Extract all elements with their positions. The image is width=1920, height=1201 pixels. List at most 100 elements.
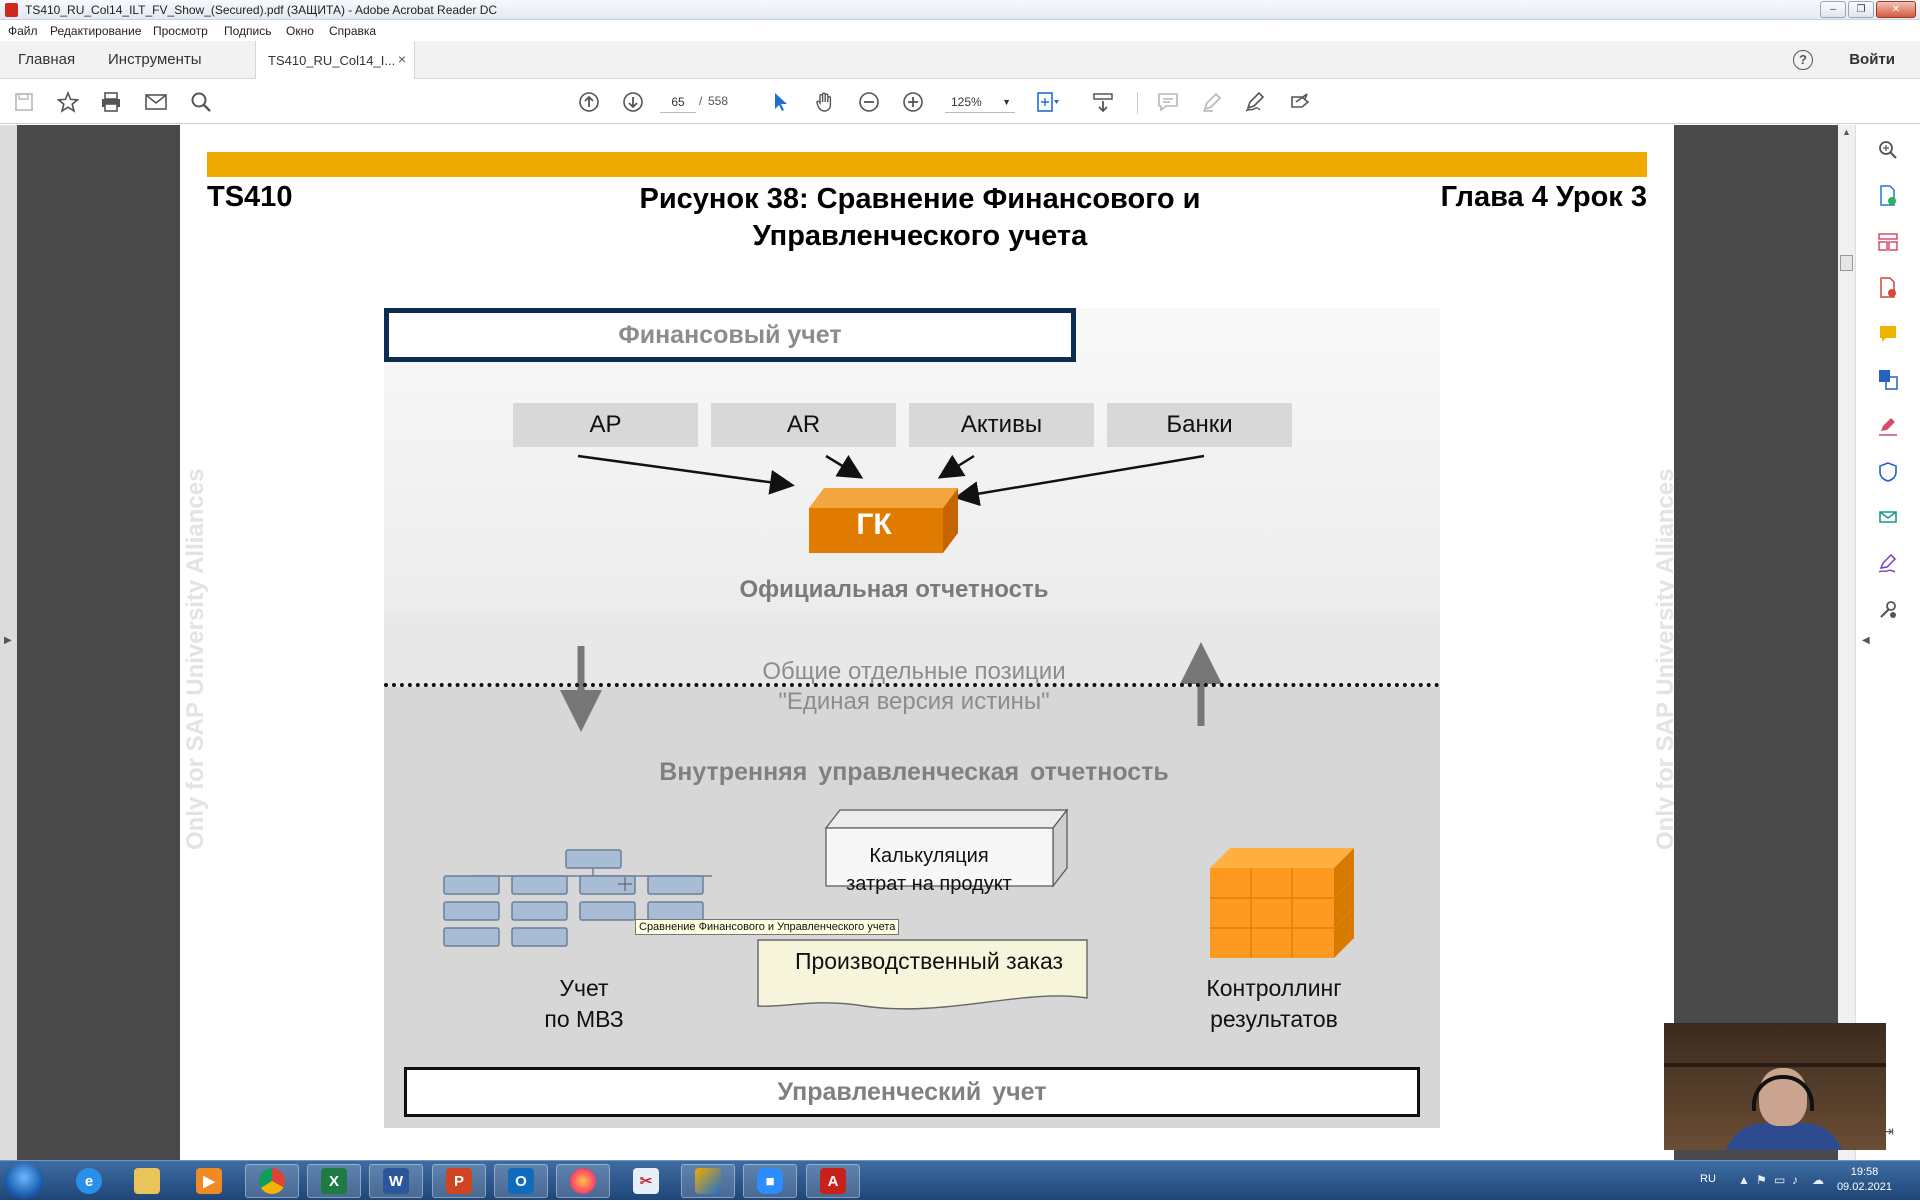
- toolbar: 65 / 558 125% ▼: [0, 80, 1920, 124]
- chrome-icon: [259, 1168, 285, 1194]
- menu-file[interactable]: Файл: [8, 24, 38, 38]
- divider-dotted-line: [384, 683, 1440, 687]
- zoom-level-select[interactable]: 125% ▼: [945, 91, 1015, 113]
- volume-icon[interactable]: ♪: [1792, 1173, 1798, 1187]
- scrollbar-thumb[interactable]: [1840, 255, 1853, 271]
- webcam-video: [1664, 1023, 1886, 1150]
- folder-icon: [134, 1168, 160, 1194]
- chevron-down-icon: ▼: [1002, 97, 1011, 107]
- taskbar-outlook[interactable]: O: [494, 1164, 548, 1198]
- more-tools-icon[interactable]: [1877, 599, 1899, 621]
- network-icon[interactable]: ▭: [1774, 1173, 1786, 1187]
- taskbar-media-player[interactable]: ▶: [182, 1164, 236, 1198]
- ie-icon: e: [76, 1168, 102, 1194]
- maximize-button[interactable]: ❐: [1848, 1, 1874, 18]
- next-page-icon[interactable]: [621, 90, 645, 114]
- menu-edit[interactable]: Редактирование: [50, 24, 142, 38]
- vertical-scrollbar[interactable]: ▲: [1838, 125, 1855, 1160]
- taskbar-sap-logon[interactable]: [681, 1164, 735, 1198]
- close-window-button[interactable]: ✕: [1876, 1, 1916, 18]
- close-tab-icon[interactable]: ×: [397, 51, 406, 67]
- page-number-input[interactable]: 65: [660, 91, 696, 113]
- tab-tools[interactable]: Инструменты: [108, 51, 202, 68]
- zoom-search-icon[interactable]: [1877, 139, 1899, 161]
- combine-files-icon[interactable]: [1877, 369, 1899, 391]
- menu-view[interactable]: Просмотр: [153, 24, 208, 38]
- scroll-mode-icon[interactable]: [1091, 90, 1115, 114]
- taskbar-file-explorer[interactable]: [120, 1164, 174, 1198]
- highlight-pen-icon[interactable]: [1200, 90, 1224, 114]
- collapse-right-panel-icon[interactable]: ◀: [1862, 635, 1870, 646]
- internal-reporting-label: Внутренняя управленческая отчетность: [659, 758, 1169, 786]
- taskbar-excel[interactable]: X: [307, 1164, 361, 1198]
- zoom-out-icon[interactable]: [857, 90, 881, 114]
- clock[interactable]: 19:58 09.02.2021: [1837, 1165, 1892, 1195]
- print-icon[interactable]: [99, 90, 123, 114]
- menu-window[interactable]: Окно: [286, 24, 314, 38]
- excel-icon: X: [321, 1168, 347, 1194]
- clock-date: 09.02.2021: [1836, 1181, 1892, 1193]
- select-cursor-icon[interactable]: [769, 90, 793, 114]
- sap-logon-icon: [695, 1168, 721, 1194]
- send-for-review-icon[interactable]: [1877, 507, 1899, 529]
- tab-document[interactable]: TS410_RU_Col14_I... ×: [255, 41, 415, 79]
- diagram-arrows: [443, 454, 1355, 1010]
- tab-home[interactable]: Главная: [18, 51, 76, 68]
- production-order-label: Производственный заказ: [794, 948, 1064, 974]
- menu-sign[interactable]: Подпись: [224, 24, 272, 38]
- word-icon: W: [383, 1168, 409, 1194]
- expand-left-panel-icon[interactable]: ▶: [4, 635, 12, 646]
- comment-icon[interactable]: [1156, 90, 1180, 114]
- zoom-in-icon[interactable]: [901, 90, 925, 114]
- flag-icon[interactable]: ⚑: [1756, 1173, 1767, 1187]
- bookmark-star-icon[interactable]: [56, 90, 80, 114]
- taskbar-zoom[interactable]: ■: [743, 1164, 797, 1198]
- onedrive-icon[interactable]: ☁: [1812, 1173, 1824, 1187]
- document-tab-label: TS410_RU_Col14_I...: [268, 53, 396, 68]
- slide-title-line1: Рисунок 38: Сравнение Финансового и: [639, 183, 1201, 215]
- zoom-video-icon: ■: [757, 1168, 783, 1194]
- signin-button[interactable]: Войти: [1849, 51, 1895, 68]
- profitability-line1: Контроллинг: [1206, 975, 1342, 1001]
- product-costing-line1: Калькуляция: [869, 845, 989, 867]
- previous-page-icon[interactable]: [577, 90, 601, 114]
- page-total: 558: [708, 94, 729, 108]
- fill-sign-icon[interactable]: [1877, 415, 1899, 437]
- save-icon[interactable]: [12, 90, 36, 114]
- protect-shield-icon[interactable]: [1877, 461, 1899, 483]
- scroll-up-icon[interactable]: ▲: [1842, 127, 1851, 137]
- comment-panel-icon[interactable]: [1877, 323, 1899, 345]
- search-icon[interactable]: [189, 90, 213, 114]
- request-signature-icon[interactable]: [1877, 553, 1899, 575]
- window-title: TS410_RU_Col14_ILT_FV_Show_(Secured).pdf…: [25, 3, 498, 17]
- outlook-icon: O: [508, 1168, 534, 1194]
- panel-toggle-icon[interactable]: ⇥: [1882, 1122, 1894, 1139]
- taskbar-internet-explorer[interactable]: e: [62, 1164, 116, 1198]
- left-panel-rail[interactable]: ▶: [0, 125, 17, 1160]
- sign-icon[interactable]: [1244, 90, 1268, 114]
- taskbar-powerpoint[interactable]: P: [432, 1164, 486, 1198]
- page-separator: /: [699, 94, 703, 108]
- export-pdf-icon[interactable]: [1877, 277, 1899, 299]
- taskbar-acrobat[interactable]: A: [806, 1164, 860, 1198]
- email-icon[interactable]: [144, 90, 168, 114]
- fit-page-icon[interactable]: [1036, 90, 1060, 114]
- menu-help[interactable]: Справка: [329, 24, 377, 38]
- slide-title: Рисунок 38: Сравнение Финансового и Упра…: [580, 181, 1260, 255]
- help-icon[interactable]: ?: [1793, 50, 1813, 70]
- start-button[interactable]: [4, 1163, 44, 1199]
- taskbar-word[interactable]: W: [369, 1164, 423, 1198]
- hand-tool-icon[interactable]: [813, 90, 837, 114]
- cost-center-line2: по МВЗ: [544, 1006, 624, 1032]
- tray-expand-icon[interactable]: ▲: [1738, 1173, 1750, 1187]
- taskbar-firefox[interactable]: [556, 1164, 610, 1198]
- language-indicator[interactable]: RU: [1700, 1173, 1716, 1185]
- create-pdf-icon[interactable]: [1877, 185, 1899, 207]
- taskbar-snipping-tool[interactable]: ✂: [619, 1164, 673, 1198]
- product-costing-label: Калькуляция затрат на продукт: [824, 842, 1034, 898]
- share-send-icon[interactable]: [1289, 90, 1313, 114]
- organize-pages-icon[interactable]: [1877, 231, 1899, 253]
- common-line-items-label: Общие отдельные позиции: [762, 658, 1066, 685]
- minimize-button[interactable]: –: [1820, 1, 1846, 18]
- taskbar-chrome[interactable]: [245, 1164, 299, 1198]
